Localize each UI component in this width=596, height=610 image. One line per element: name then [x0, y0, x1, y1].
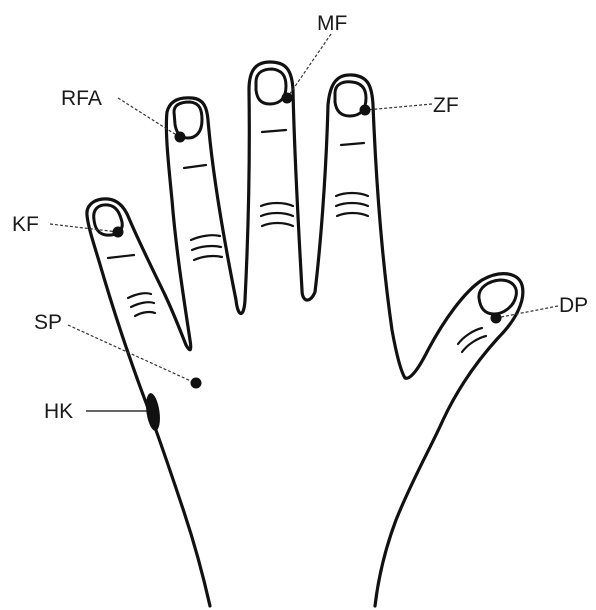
rfa-leader-line	[118, 98, 178, 136]
sp-leader-line	[68, 325, 193, 382]
zf-point	[360, 105, 371, 116]
hk-area	[144, 392, 162, 431]
rfa-point	[175, 132, 186, 143]
middle-finger-nail	[256, 69, 286, 104]
index-finger-joint-creases	[336, 193, 368, 216]
sp-point	[191, 378, 202, 389]
zf-leader-line	[366, 104, 432, 110]
thumb-joint-creases	[458, 328, 486, 352]
mf-point	[282, 93, 293, 104]
hk-label: HK	[44, 400, 73, 423]
dp-point	[491, 313, 502, 324]
kf-leader-line	[50, 224, 118, 232]
mf-label: MF	[317, 12, 347, 35]
thumb-nail	[479, 280, 516, 314]
ring-finger-crease-top	[184, 165, 206, 168]
index-finger-crease-top	[341, 143, 364, 145]
middle-finger-joint-creases	[261, 203, 293, 226]
kf-label: KF	[12, 213, 39, 236]
zf-label: ZF	[433, 94, 459, 117]
middle-finger-crease-top	[262, 130, 286, 132]
little-finger-crease-top	[108, 255, 134, 258]
ring-finger-joint-creases	[191, 235, 222, 260]
hand-outline	[87, 62, 523, 606]
mf-leader-line	[287, 34, 331, 98]
dp-label: DP	[559, 294, 588, 317]
rfa-label: RFA	[61, 87, 102, 110]
sp-label: SP	[34, 311, 62, 334]
kf-point	[113, 227, 124, 238]
little-finger-joint-creases	[128, 293, 155, 316]
